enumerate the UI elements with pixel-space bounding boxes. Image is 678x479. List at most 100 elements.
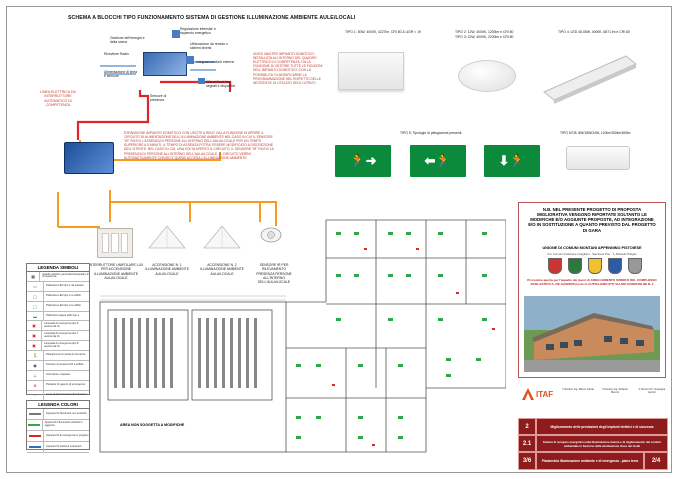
legend-symbol-row: ⊥Interruttore unipolare [27,370,89,381]
lighting-control-label: Regolazione intensita' e risparmio energ… [180,27,216,36]
legend-symbol-icon: ▣ [27,341,43,351]
crest-5-icon [628,258,642,274]
tipo4-label: TIPO 4: LED 45-55W, 4000K, 6871 lm e CRI… [558,30,630,34]
power-label: Alimentazione di linea e sensore [104,70,137,79]
project-note: N.B. NEL PRESENTE PROGETTO DI PROPOSTA M… [528,207,656,233]
lamp-1-image [148,225,186,249]
ext-integration-label: Integrazione fonti esterne [196,60,235,64]
receiver-label: Ricevitore Radio [104,52,129,56]
legend-symbol-row: ▬Plafoniera stagna LED tipo 4 [27,311,89,322]
legend-symbol-text: Sensore di presenza IR a soffitto [46,363,84,367]
itaf-brand-text: ITAF [536,389,554,399]
exit-sign-down-icon: ⬇🏃 [484,145,540,177]
plan-area-label: AREA NON SOGGETTA A MODIFICHE [120,423,185,427]
sensor-remote-label: Allarmi fuori luce, segnali e dispositiv… [206,80,236,89]
legend-symbol-text: Lampada di emergenza tipo 8 autonomia 1h [44,341,79,348]
legend-symbols-title: LEGENDA SIMBOLI [27,264,89,272]
union-subtitle: fra i Comuni di Abetone Cutigliano · Sam… [547,252,637,256]
legend-color-row: Apparecchi illuminanti sostituiti in agg… [27,420,89,431]
tb-row1-desc: Miglioramento delle prestazioni degli im… [536,418,668,435]
control-module-icon [172,30,180,38]
legend-symbol-text: Interruttore unipolare [46,372,71,376]
tb-row3-num: 3/6 [518,452,536,470]
tipo678-label: TIPO 6/7/8: 8W/18W/24W, 120lm/300lm/460l… [560,131,631,135]
itaf-logo-mark-icon [522,388,534,400]
tipo2-label: TIPO 2: 12W, 4000K, 1200lm e CRI 80 [455,30,514,34]
legend-symbol-row: ▣Lampada di emergenza tipo 8 autonomia 1… [27,341,89,352]
legend-symbol-icon: ◯ [27,301,44,311]
legend-symbol-row: ◉Sensore di presenza IR a soffitto [27,361,89,371]
main-line-label: LINEA ELETTRICA DA INTERRUTTORE AUTOMATI… [40,90,76,108]
tb-row2-desc: Sistemi di recupero energetico nella ill… [536,435,668,452]
legend-symbol-row: ▭Plafoniera LED tipo 1 da incasso [27,281,89,292]
legend-color-swatch [27,442,44,452]
lamp-1-caption: ACCENSIONE N. 1 ILLUMINAZIONE AMBIENTE A… [144,263,190,276]
legend-symbol-text: Lampada di emergenza tipo 6 autonomia 1h [44,322,79,328]
exit-sign-right-icon: 🏃➜ [335,145,391,177]
tb-row2-num: 2.1 [518,435,536,452]
din-controller-image [64,142,114,174]
master-note: UNITA' MASTER IMPIANTO DOMOTICO: INSTALL… [253,52,323,85]
lamp-2-image [203,225,241,249]
tb-row3-desc: Planimetria illuminazione ambiente e di … [536,452,644,470]
signers-row: Il Tecnico Ing. Marco Carrai Il Tecnico … [562,388,668,394]
signer-2: Il Tecnico Ing. Roberto Meroni [602,388,628,394]
crest-1-icon [548,258,562,274]
legend-symbol-icon: ◯ [27,291,44,301]
crest-3-icon [588,258,602,274]
signer-3: Il Tecnico P.i. Giuseppe Iannini [638,388,666,394]
tipo2-dome-image [458,60,516,92]
presence-label: Sensore di presenza [150,94,167,103]
legend-symbol-icon: ▬ [27,311,44,321]
legend-color-swatch [27,409,44,419]
municipal-crests [548,258,642,274]
legend-symbol-icon: 🏃 [27,351,44,361]
legend-symbol-icon: ▣ [27,321,43,331]
itaf-logo: ITAF [522,388,553,400]
lamp-2-caption: ACCENSIONE N. 2 ILLUMINAZIONE AMBIENTE A… [199,263,245,276]
legend-color-swatch [27,420,43,430]
legend-symbol-text: Linea di alimentazione illuminazione [46,392,88,396]
legend-symbol-icon: ─ [27,390,44,400]
legend-symbol-text: Plafoniera stagna LED tipo 4 [46,313,80,317]
legend-symbol-row: 🏃Pittogramma di uscita di sicurezza [27,351,89,362]
crest-2-icon [568,258,582,274]
legend-symbol-row: ▣Lampada di emergenza tipo 7 autonomia 1… [27,331,89,342]
sensor-module-icon [198,78,205,84]
sheet-frame [6,6,672,473]
multi-control-label: Utilizzazione da remoto o sistemi divers… [190,42,229,51]
procedure-text: Procedura aperta per l'appalto dei lavor… [527,278,657,286]
legend-symbol-text: Pulsante di sgancio di emergenza [46,382,85,386]
exit-sign-left-icon: ⬅🏃 [410,145,466,177]
switch-caption: INTERRUTTORE UNIPOLARE LUX PER ACCENSION… [88,263,144,280]
legend-symbol-icon: ▣ [27,331,43,341]
expansion-note: ESPANSIONE IMPIANTO DOMOTICO CON USCITE … [124,131,274,160]
legend-color-row: Apparecchi illuminanti non sostituiti [27,409,89,420]
tb-sheet-number: 2/4 [644,452,668,470]
page-title: SCHEMA A BLOCCHI TIPO FUNZIONAMENTO SIST… [68,15,356,21]
tipo5-label: TIPO 5: Tipologie di pittogrammi present… [400,131,462,135]
legend-symbol-text: Plafoniera LED tipo 1 da incasso [46,283,84,287]
legend-symbols-box: LEGENDA SIMBOLI ▦Quadro elettrico genera… [26,263,90,411]
legend-symbol-icon: ▦ [27,272,41,281]
wall-switch-image [97,228,133,258]
presence-sensor-image [260,227,282,243]
union-name: UNIONE DI COMUNI MONTANI APPENNINO PISTO… [542,246,642,250]
building-render-image [524,296,660,372]
mgmt-system-label: Gestione dell'energia e della scena [110,36,145,45]
tipo4-batten-image [543,55,637,104]
tipo1-panel-image [338,52,404,90]
tb-row1-num: 2 [518,418,536,435]
legend-symbol-text: Pittogramma di uscita di sicurezza [46,353,86,357]
tipo3-label: TIPO 3: 22W, 4000K, 2200lm e CRI 80 [455,35,514,39]
tipo1-label: TIPO 1: 30W, 4000K, 4227lm, CRI 80 & UGR… [345,30,421,34]
legend-symbol-row: ◯Plafoniera LED tipo 2 a soffitto [27,291,89,302]
legend-colors-title: LEGENDA COLORI [27,401,89,409]
title-block: 2 Miglioramento delle prestazioni degli … [518,418,668,470]
legend-color-text: Apparecchi illuminanti sostituiti in agg… [44,421,83,427]
legend-color-text: Apparecchi esistenti mantenuti [46,444,82,448]
integration-module-icon [186,56,194,64]
legend-symbol-icon: ⊗ [27,380,44,390]
legend-symbol-row: ⊗Pulsante di sgancio di emergenza [27,380,89,391]
legend-symbol-icon: ⊥ [27,370,44,380]
